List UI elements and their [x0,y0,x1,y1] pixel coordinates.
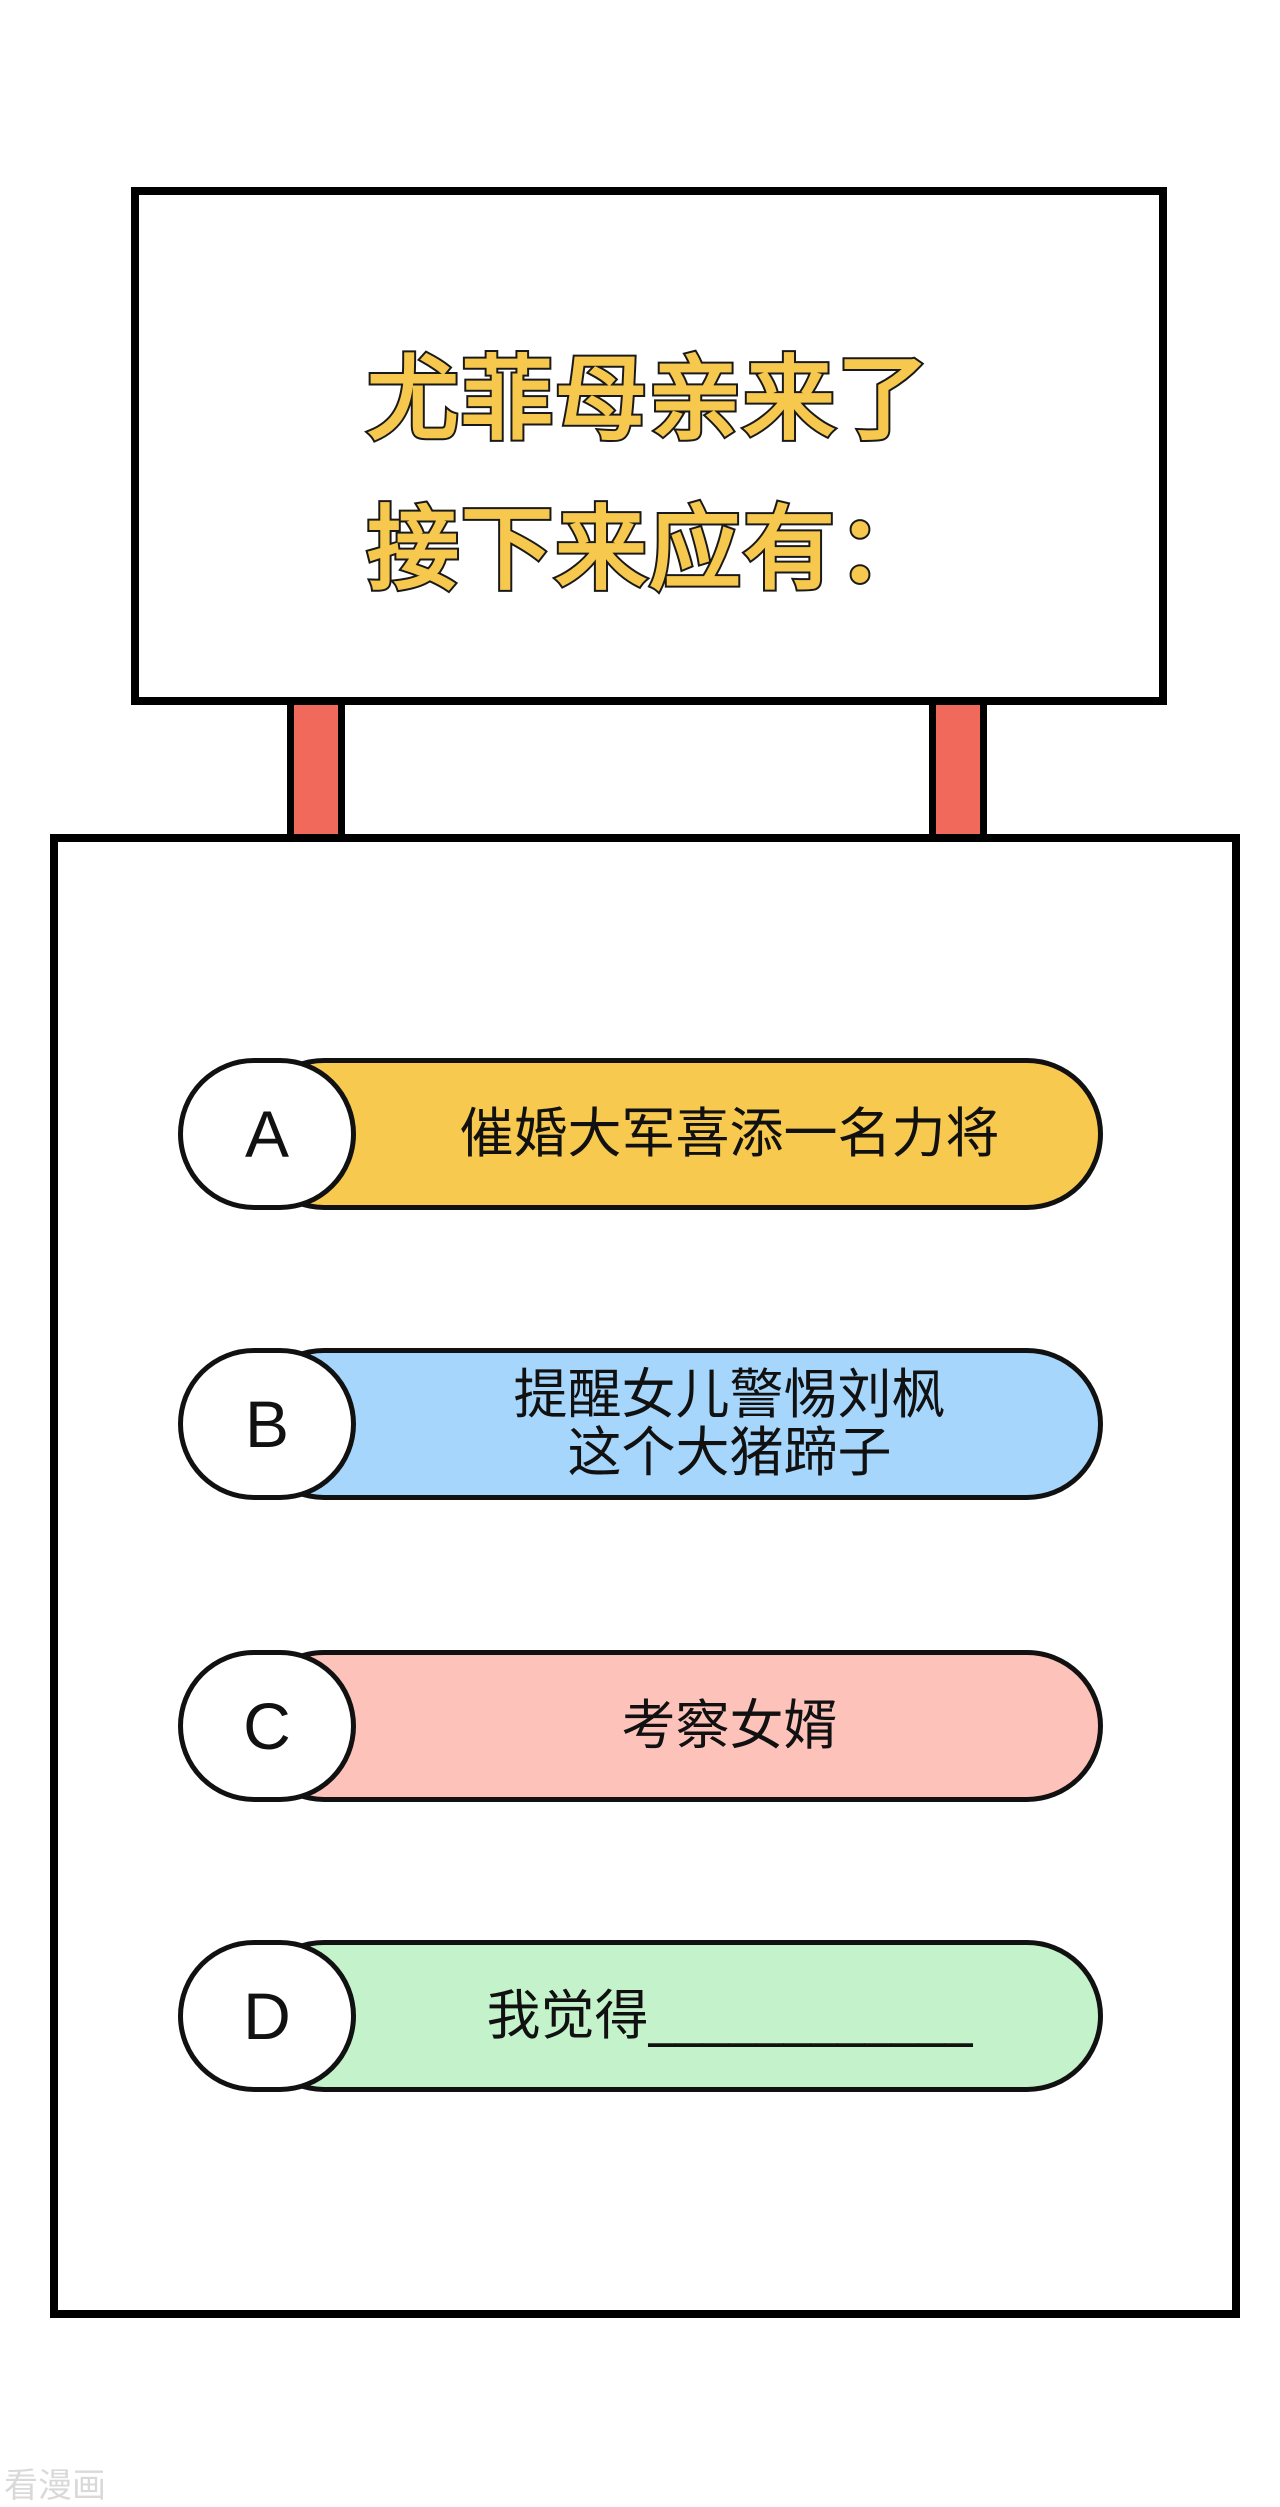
option-a-pill [248,1058,1103,1210]
option-d-letter: D [178,1940,356,2092]
options-board [50,834,1240,2318]
option-a-letter: A [178,1058,356,1210]
watermark: 看漫画 [4,2466,106,2506]
sign-post-left [287,705,345,841]
option-c-pill [248,1650,1103,1802]
option-d-text: 我觉得____________ [486,1984,973,2047]
option-b-text: 提醒女儿警惕刘枫 这个大猪蹄子 [513,1363,946,1484]
option-c-text: 考察女婿 [621,1694,838,1757]
option-a-text: 催婚大军喜添一名力将 [459,1102,1000,1165]
title-line-2: 接下来应有： [365,494,931,605]
option-b[interactable]: B 提醒女儿警惕刘枫 这个大猪蹄子 [178,1348,1103,1500]
option-d-pill [248,1940,1103,2092]
option-a[interactable]: A 催婚大军喜添一名力将 [178,1058,1103,1210]
title-line-1: 尤菲母亲来了 [365,344,931,455]
option-b-pill [248,1348,1103,1500]
option-d[interactable]: D 我觉得____________ [178,1940,1103,2092]
sign-post-right [929,705,987,841]
option-c[interactable]: C 考察女婿 [178,1650,1103,1802]
option-b-letter: B [178,1348,356,1500]
title-board: 尤菲母亲来了 接下来应有： [131,187,1167,705]
option-c-letter: C [178,1650,356,1802]
